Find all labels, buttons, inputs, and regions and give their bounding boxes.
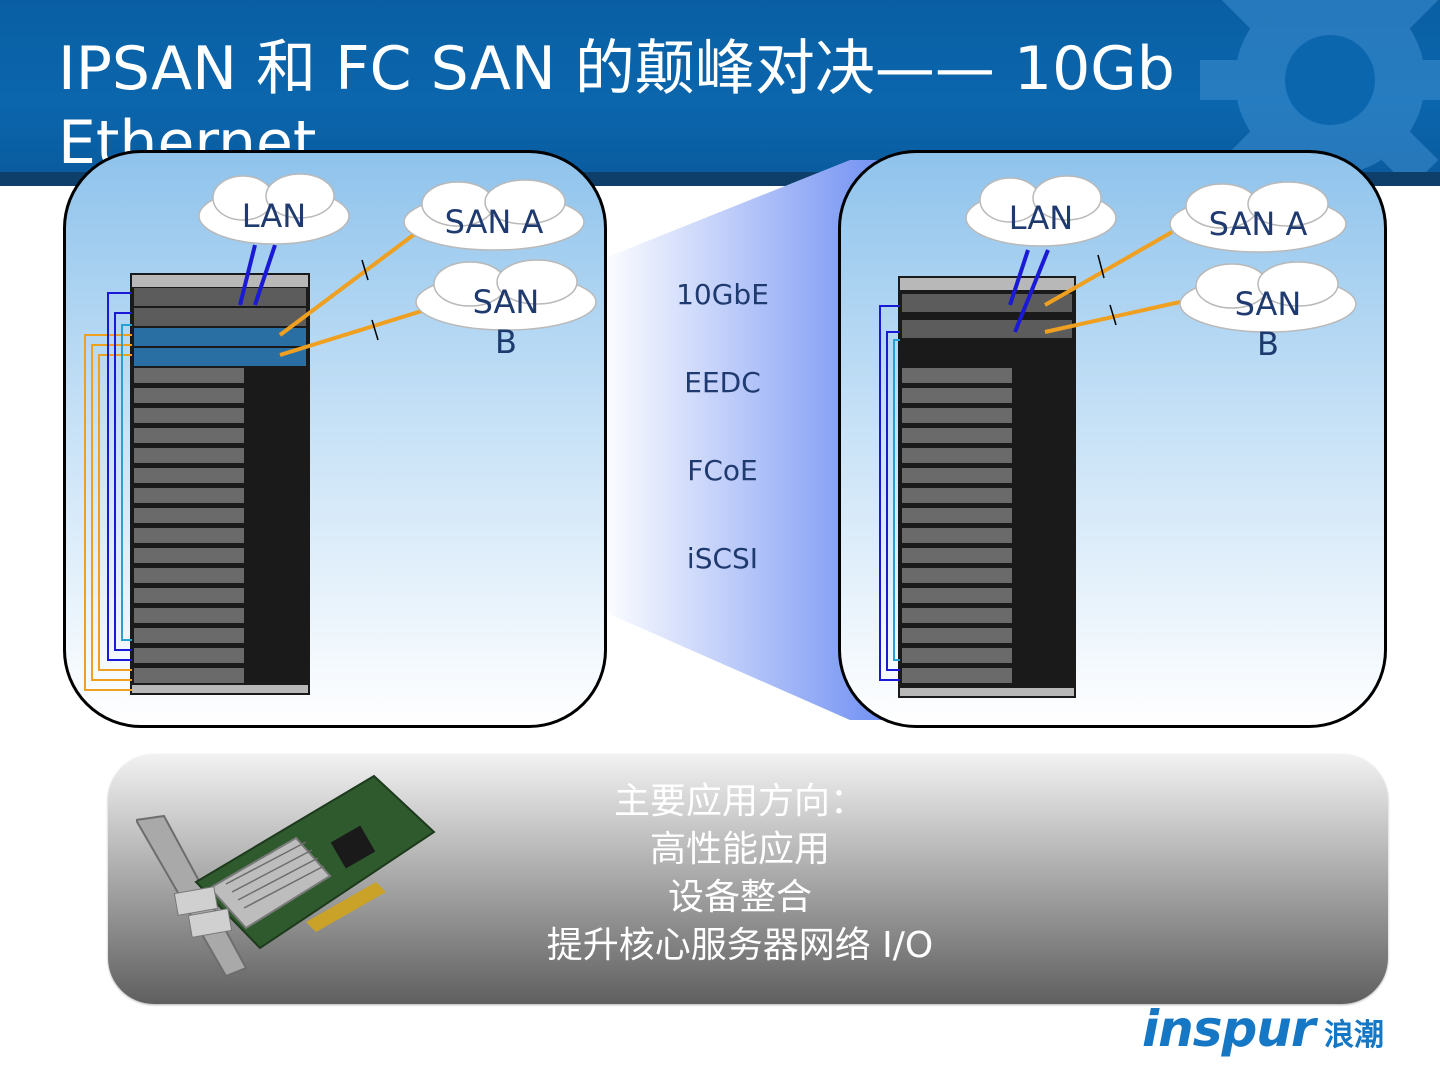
inspur-logo: inspur: [1142, 1000, 1316, 1058]
right-san-b-cloud: SAN B: [1176, 256, 1360, 372]
title-line-1: IPSAN 和 FC SAN 的颠峰对决—— 10Gb: [58, 34, 1175, 104]
left-san-b-cloud: SAN B: [412, 254, 600, 370]
inspur-logo-chinese: 浪潮: [1324, 1018, 1384, 1053]
application-item: 高性能应用: [649, 829, 830, 870]
convergence-funnel: [600, 160, 890, 720]
left-san-a-cloud: SAN A: [400, 174, 588, 258]
cloud-icon: [965, 175, 1117, 247]
cloud-icon: [415, 259, 597, 331]
applications-heading: 主要应用方向：: [613, 781, 866, 822]
applications-text: 主要应用方向： 高性能应用 设备整合 提升核心服务器网络 I/O: [420, 778, 1060, 970]
tech-label-10gbe: 10GbE: [676, 278, 769, 311]
right-lan-cloud: LAN: [962, 170, 1120, 254]
left-san-b-label: SAN B: [472, 283, 540, 361]
network-card-image: [136, 774, 436, 978]
right-san-a-cloud: SAN A: [1166, 176, 1350, 260]
cloud-icon: [1179, 261, 1357, 333]
right-san-b-label: SAN B: [1234, 285, 1302, 363]
tech-label-eedc: EEDC: [684, 366, 761, 399]
cloud-icon: [198, 173, 350, 245]
left-server-rack: [84, 228, 426, 695]
right-server-rack: [879, 230, 1181, 698]
left-lan-label: LAN: [241, 197, 307, 235]
application-item: 设备整合: [667, 877, 812, 918]
left-lan-cloud: LAN: [195, 168, 353, 252]
right-san-a-label: SAN A: [1208, 205, 1308, 243]
cloud-icon: [1169, 181, 1347, 253]
tech-label-iscsi: iSCSI: [686, 542, 759, 575]
application-item: 提升核心服务器网络 I/O: [546, 925, 934, 966]
cloud-icon: [403, 179, 585, 251]
right-lan-label: LAN: [1008, 199, 1074, 237]
tech-label-fcoe: FCoE: [687, 454, 758, 487]
left-san-a-label: SAN A: [444, 203, 544, 241]
